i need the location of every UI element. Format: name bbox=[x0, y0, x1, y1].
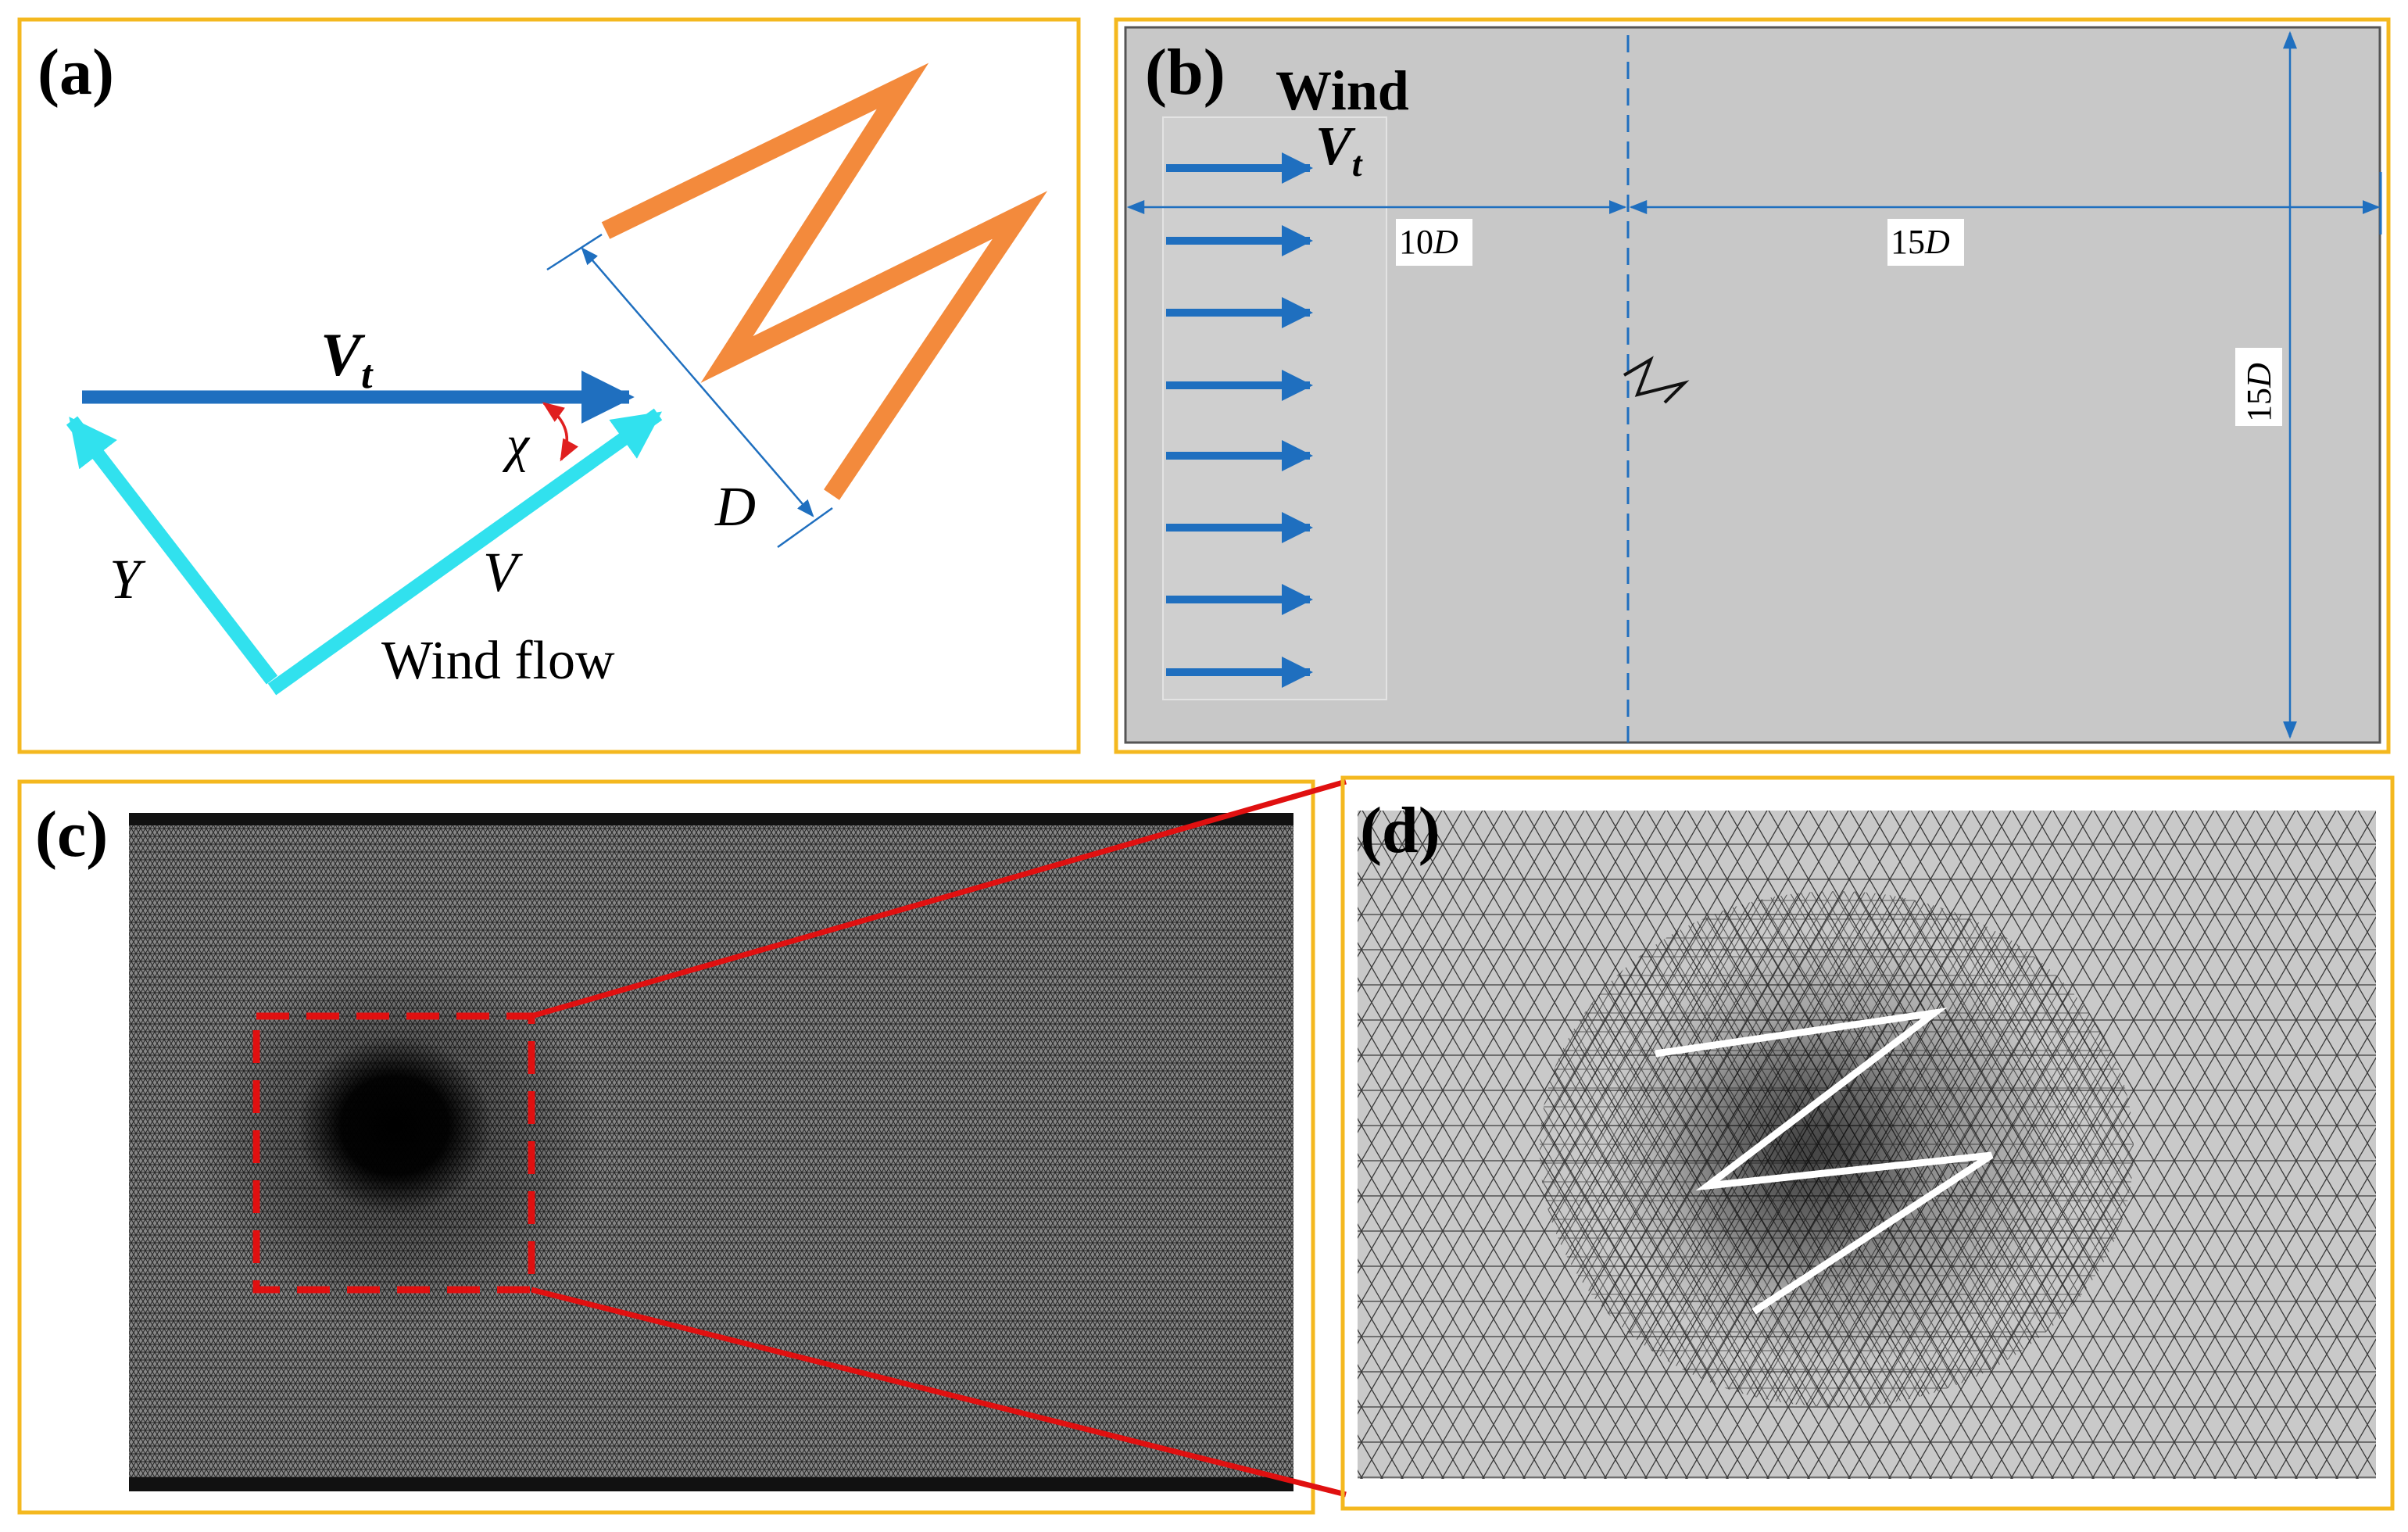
panel-d-frame bbox=[1340, 775, 2395, 1511]
panel-c-frame bbox=[17, 779, 1315, 1515]
mesh-bottom-boundary bbox=[129, 1477, 1293, 1491]
local-refinement-core bbox=[1665, 1016, 1930, 1298]
panel-d: (d) bbox=[1340, 775, 2395, 1511]
refined-region-core bbox=[297, 1036, 492, 1215]
vt-label: Vt bbox=[320, 320, 374, 397]
height-dim-box bbox=[2235, 348, 2282, 426]
height-dim-label: 15D bbox=[2240, 363, 2278, 422]
downstream-dim-box bbox=[1887, 219, 1964, 266]
panel-b-frame bbox=[1114, 17, 2391, 754]
wind-label: Wind bbox=[1276, 59, 1409, 122]
chi-angle-arc bbox=[542, 402, 578, 462]
zoom-connector-bottom bbox=[531, 1287, 1347, 1498]
inflow-arrows bbox=[1166, 152, 1313, 688]
downstream-dim-label: 15D bbox=[1891, 223, 1950, 261]
d-dimension-line bbox=[581, 247, 814, 517]
y-arrow bbox=[66, 416, 278, 685]
panel-c-label: (c) bbox=[35, 798, 108, 871]
panel-c: (c) bbox=[17, 779, 1315, 1515]
zoom-box bbox=[252, 1012, 535, 1294]
vt-label-b: Vt bbox=[1315, 116, 1363, 184]
wind-flow-label: Wind flow bbox=[381, 631, 615, 691]
panel-b: (b) Wind Vt 10D 15D 15D bbox=[1114, 17, 2391, 754]
v-label: V bbox=[483, 541, 523, 603]
panel-a-frame bbox=[17, 17, 1081, 754]
panel-a: (a) Vt χ Y V Wind flow D bbox=[17, 17, 1081, 754]
upstream-dim-box bbox=[1396, 219, 1472, 266]
mesh-top-boundary bbox=[129, 813, 1293, 825]
blade-profile bbox=[601, 63, 1048, 500]
chi-label: χ bbox=[502, 416, 531, 473]
upstream-dim-label: 10D bbox=[1399, 223, 1458, 261]
inlet-zone bbox=[1162, 116, 1387, 700]
d-label: D bbox=[714, 475, 756, 538]
turbine-sketch bbox=[1623, 356, 1690, 404]
d-tick-bottom bbox=[777, 506, 833, 549]
blade-profile-mesh bbox=[1655, 1008, 1994, 1315]
y-label: Y bbox=[109, 548, 146, 610]
d-tick-top bbox=[546, 233, 603, 271]
zoom-connector-top bbox=[531, 779, 1347, 1019]
panel-a-label: (a) bbox=[38, 36, 114, 109]
panel-b-label: (b) bbox=[1145, 36, 1225, 109]
panel-d-label: (d) bbox=[1360, 794, 1440, 867]
